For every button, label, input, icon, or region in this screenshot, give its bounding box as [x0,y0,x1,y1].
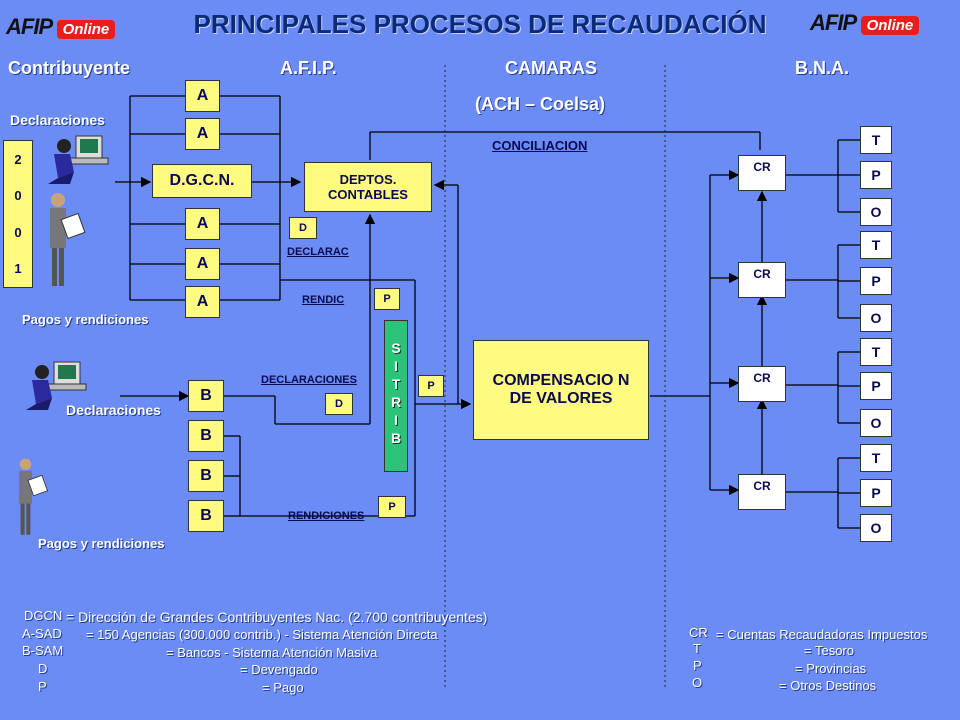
label-rendic: RENDIC [302,294,345,306]
sitrib-letter: I [394,358,398,374]
sitrib-letter: S [391,340,401,356]
label-conciliacion: CONCILIACION [492,138,588,153]
tesoro-box: T [860,126,892,154]
legend-value: = Dirección de Grandes Contribuyentes Na… [66,609,488,625]
sitrib-letter: T [391,376,401,392]
bank-box-b: B [188,500,224,532]
agency-box-a: A [185,248,220,280]
otros-destinos-box: O [860,514,892,542]
header-camaras-sub: (ACH – Coelsa) [475,94,606,114]
person-document-icon [50,193,86,286]
page-title-text: PRINCIPALES PROCESOS DE RECAUDACIÓN [193,8,767,39]
otros-destinos-box: O [860,198,892,226]
cr-box: CR [738,155,786,191]
header-camaras: CAMARAS [505,58,597,78]
label-declaraciones-bottom: Declaraciones [66,402,161,418]
deptos-contables-box: DEPTOS. CONTABLES [304,162,432,212]
pago-box: P [374,288,400,310]
label-declaraciones-line: DECLARACIONES [261,374,357,386]
year-digit: 0 [14,224,22,240]
label-declaraciones-top: Declaraciones [10,112,105,128]
legend-value: = Cuentas Recaudadoras Impuestos [716,627,928,642]
label-pagos-top: Pagos y rendiciones [22,312,149,327]
dgcn-box: D.G.C.N. [152,164,252,198]
person-computer-icon [26,361,87,410]
cr-box: CR [738,474,786,510]
cr-box: CR [738,262,786,298]
sitrib-box: S I T R I B [384,320,408,472]
legend-key: B-SAM [22,643,64,658]
legend-key: D [38,661,48,676]
devengado-box: D [325,393,353,415]
header-bna: B.N.A. [795,58,849,78]
sitrib-letter: B [390,430,402,446]
legend-key: CR [689,625,708,640]
year-box: 2 0 0 1 [3,140,33,288]
pago-box: P [378,496,406,518]
legend-key: P [38,679,47,694]
legend-value: = 150 Agencias (300.000 contrib.) - Sist… [86,627,438,642]
legend-value: = Provincias [795,661,867,676]
devengado-box: D [289,217,317,239]
legend-key: A-SAD [22,626,62,641]
legend-value: = Bancos - Sistema Atención Masiva [166,645,378,660]
otros-destinos-box: O [860,409,892,437]
tesoro-box: T [860,231,892,259]
agency-box-a: A [185,118,220,150]
cr-box: CR [738,366,786,402]
agency-box-a: A [185,286,220,318]
legend-value: = Devengado [240,662,318,677]
label-declarac: DECLARAC [287,246,349,258]
header-afip: A.F.I.P. [280,58,337,78]
afip-logo-left: AFIP Online [6,14,156,42]
agency-box-a: A [185,80,220,112]
afip-logo-right: AFIP Online [810,10,960,38]
legend-key: T [693,641,701,656]
label-rendiciones-line: RENDICIONES [288,510,365,522]
year-digit: 2 [14,151,22,167]
compensacion-box: COMPENSACIO N DE VALORES [473,340,649,440]
year-digit: 1 [14,261,22,277]
label-pagos-bottom: Pagos y rendiciones [38,536,165,551]
legend-key: O [692,675,703,690]
header-contribuyente: Contribuyente [8,58,131,78]
legend-key: P [693,658,702,673]
pago-box: P [418,375,444,397]
bank-box-b: B [188,460,224,492]
provincias-box: P [860,161,892,189]
provincias-box: P [860,479,892,507]
person-document-icon [18,458,49,535]
legend-key: DGCN [24,608,63,623]
year-digit: 0 [14,188,22,204]
legend-value: = Pago [262,680,304,695]
provincias-box: P [860,267,892,295]
legend-value: = Otros Destinos [779,678,877,693]
sitrib-letter: R [390,394,402,410]
sitrib-letter: I [394,412,398,428]
bank-box-b: B [188,380,224,412]
agency-box-a: A [185,208,220,240]
tesoro-box: T [860,338,892,366]
otros-destinos-box: O [860,304,892,332]
person-computer-icon [48,135,109,184]
bank-box-b: B [188,420,224,452]
legend-value: = Tesoro [804,643,854,658]
page-title: PRINCIPALES PROCESOS DE RECAUDACIÓN [160,4,800,44]
tesoro-box: T [860,444,892,472]
provincias-box: P [860,372,892,400]
